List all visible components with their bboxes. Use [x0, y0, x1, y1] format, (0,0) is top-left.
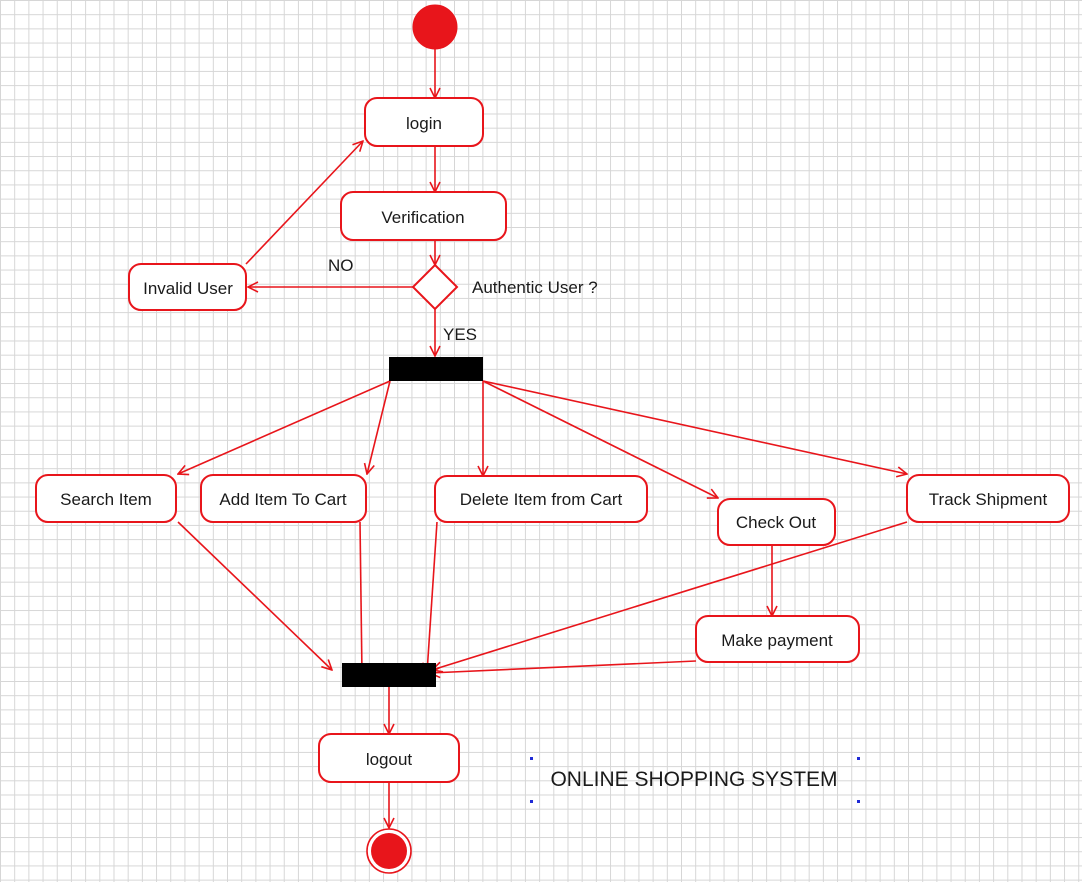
node-check-out-label: Check Out: [736, 513, 817, 532]
node-delete-from-cart[interactable]: Delete Item from Cart: [434, 475, 648, 523]
edge-fork-to-track-shipment[interactable]: [482, 380, 907, 474]
edge-add-to-cart-to-join[interactable]: [360, 521, 362, 675]
decision-yes-label: YES: [443, 325, 477, 344]
decision-question-label: Authentic User ?: [472, 278, 598, 297]
edge-search-item-to-join[interactable]: [177, 521, 332, 670]
final-node[interactable]: [366, 828, 412, 874]
node-invalid-user[interactable]: Invalid User: [128, 263, 247, 311]
decision-no-label: NO: [328, 256, 354, 275]
edge-invalid-user-to-login[interactable]: [245, 141, 363, 265]
node-add-to-cart-label: Add Item To Cart: [219, 490, 347, 509]
node-make-payment-label: Make payment: [721, 631, 833, 650]
node-make-payment[interactable]: Make payment: [695, 615, 860, 663]
selection-handle-top-right[interactable]: [857, 757, 860, 760]
node-verification[interactable]: Verification: [340, 191, 507, 241]
edge-fork-to-search-item[interactable]: [178, 380, 391, 474]
edge-fork-to-add-to-cart[interactable]: [367, 380, 391, 474]
edges: [178, 48, 907, 828]
initial-node[interactable]: [412, 4, 458, 50]
join-bar[interactable]: [342, 663, 436, 687]
selection-handle-bottom-right[interactable]: [857, 800, 860, 803]
node-track-shipment[interactable]: Track Shipment: [906, 474, 1070, 523]
node-logout[interactable]: logout: [318, 733, 460, 783]
node-track-shipment-label: Track Shipment: [929, 490, 1048, 509]
node-add-to-cart[interactable]: Add Item To Cart: [200, 474, 367, 523]
selection-handle-top-left[interactable]: [530, 757, 533, 760]
node-login[interactable]: login: [364, 97, 484, 147]
node-delete-from-cart-label: Delete Item from Cart: [460, 490, 623, 509]
selection-handle-bottom-left[interactable]: [530, 800, 533, 803]
edge-delete-from-cart-to-join[interactable]: [427, 521, 438, 673]
diagram-title-box[interactable]: ONLINE SHOPPING SYSTEM: [530, 757, 860, 803]
edge-make-payment-to-join[interactable]: [430, 660, 697, 673]
node-check-out[interactable]: Check Out: [717, 498, 836, 546]
node-search-item[interactable]: Search Item: [35, 474, 177, 523]
edge-track-shipment-to-join[interactable]: [432, 521, 908, 670]
fork-bar[interactable]: [389, 357, 483, 381]
node-login-label: login: [406, 114, 442, 133]
node-logout-label: logout: [366, 750, 413, 769]
diagram-title: ONLINE SHOPPING SYSTEM: [550, 768, 837, 791]
node-search-item-label: Search Item: [60, 490, 152, 509]
decision-node[interactable]: [411, 263, 459, 311]
node-invalid-user-label: Invalid User: [143, 279, 233, 298]
node-verification-label: Verification: [381, 208, 464, 227]
edge-fork-to-check-out[interactable]: [482, 380, 718, 498]
